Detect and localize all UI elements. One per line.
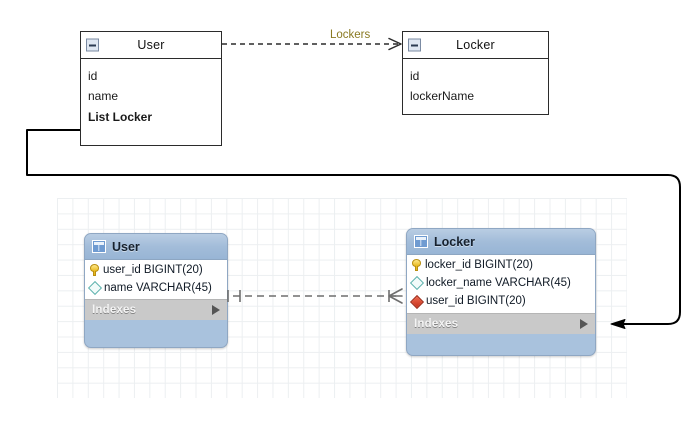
wb-column-row[interactable]: locker_id BIGINT(20) [407, 256, 595, 274]
wb-column-label: user_id BIGINT(20) [103, 263, 203, 276]
uml-attribute: id [88, 68, 98, 83]
wb-table-footer-strip [85, 320, 227, 330]
wb-column-row[interactable]: name VARCHAR(45) [85, 279, 227, 297]
uml-attribute: lockerName [410, 89, 475, 104]
uml-class-user-header: User [81, 32, 221, 59]
chevron-right-icon[interactable] [580, 318, 588, 329]
wb-table-user-header[interactable]: User [85, 234, 227, 260]
wb-table-user-title: User [112, 239, 140, 254]
uml-attribute: name [88, 89, 119, 104]
column-icon [87, 281, 103, 296]
uml-dependency-connector [222, 37, 402, 51]
wb-column-row[interactable]: locker_name VARCHAR(45) [407, 274, 595, 292]
wb-table-locker[interactable]: Locker locker_id BIGINT(20) locker_name … [406, 228, 596, 356]
wb-indexes-label: Indexes [414, 317, 459, 330]
wb-column-label: locker_id BIGINT(20) [425, 258, 534, 271]
table-icon [92, 240, 106, 253]
uml-class-locker[interactable]: Locker id lockerName [402, 31, 549, 115]
chevron-right-icon[interactable] [212, 305, 220, 316]
uml-class-user-attributes: id name List Locker [81, 59, 221, 132]
wb-indexes-label: Indexes [92, 304, 137, 317]
wb-column-label: locker_name VARCHAR(45) [426, 276, 571, 289]
primary-key-icon [90, 264, 99, 277]
column-icon [409, 276, 425, 291]
wb-table-locker-header[interactable]: Locker [407, 229, 595, 255]
uml-class-locker-attributes: id lockerName [403, 59, 548, 112]
wb-table-user-columns: user_id BIGINT(20) name VARCHAR(45) [85, 260, 227, 300]
wb-table-locker-columns: locker_id BIGINT(20) locker_name VARCHAR… [407, 255, 595, 313]
uml-class-user-title: User [137, 38, 165, 52]
foreign-key-icon [409, 294, 425, 309]
wb-table-locker-title: Locker [434, 234, 475, 249]
collapse-minus-icon[interactable] [408, 38, 421, 52]
primary-key-icon [412, 259, 421, 272]
uml-class-locker-header: Locker [403, 32, 548, 59]
wb-column-label: name VARCHAR(45) [104, 281, 212, 294]
open-arrowhead-icon [388, 37, 402, 51]
dependency-label: Lockers [330, 29, 371, 41]
wb-column-row[interactable]: user_id BIGINT(20) [407, 292, 595, 310]
wb-table-user[interactable]: User user_id BIGINT(20) name VARCHAR(45)… [84, 233, 228, 348]
uml-class-user[interactable]: User id name List Locker [80, 31, 222, 146]
table-icon [414, 235, 428, 248]
wb-table-user-indexes[interactable]: Indexes [85, 299, 227, 321]
uml-attribute: id [410, 68, 420, 83]
uml-class-locker-title: Locker [456, 38, 495, 52]
collapse-minus-icon[interactable] [86, 38, 99, 52]
wb-table-locker-indexes[interactable]: Indexes [407, 312, 595, 334]
wb-table-footer-strip [407, 333, 595, 343]
wb-column-label: user_id BIGINT(20) [426, 294, 526, 307]
uml-attribute: List Locker [88, 110, 153, 125]
wb-column-row[interactable]: user_id BIGINT(20) [85, 261, 227, 279]
